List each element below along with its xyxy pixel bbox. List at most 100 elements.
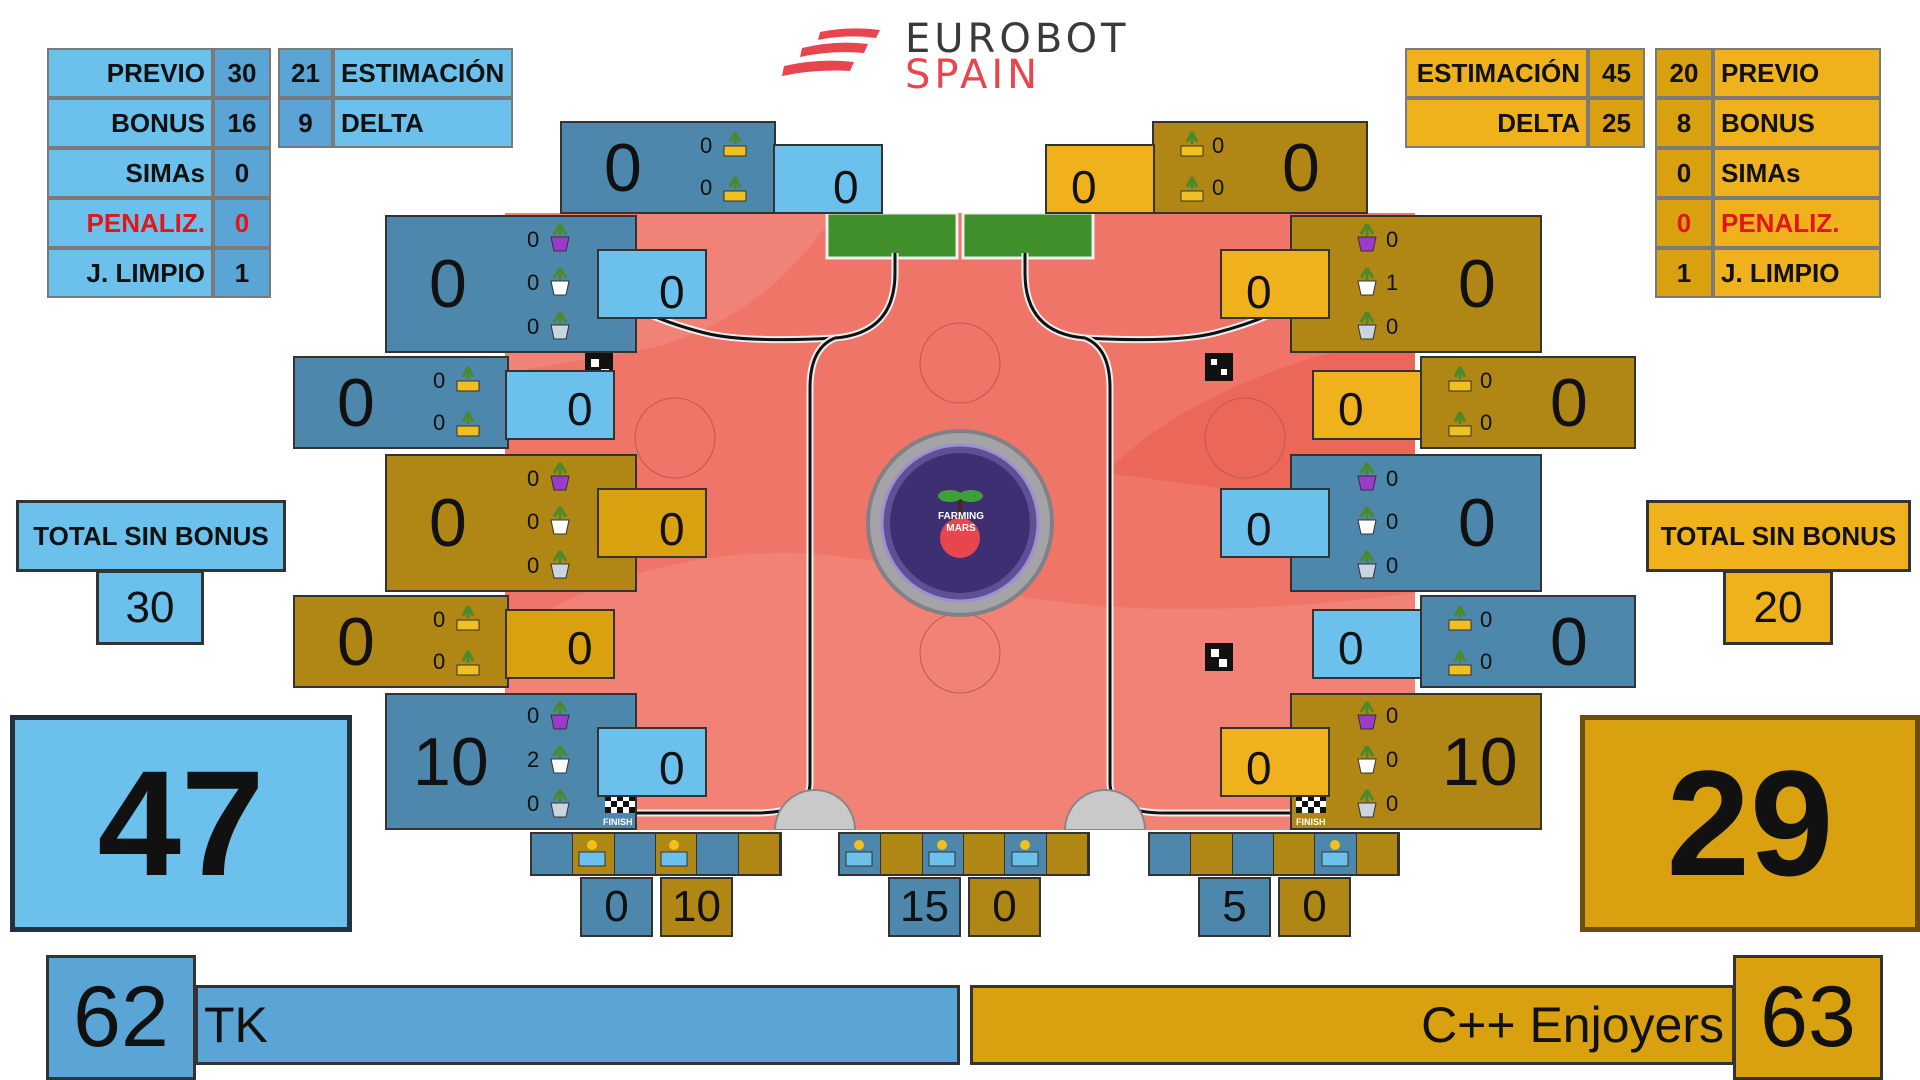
yellow-side-planter3-sub: 0 (1338, 622, 1364, 674)
yellow-planter2-count2: 0 (1480, 410, 1493, 435)
finish-flag-icon (1296, 795, 1326, 817)
purple-pot-icon (1354, 699, 1380, 731)
solar-panel-icon (1008, 836, 1042, 875)
blue-zone3-count2: 2 (527, 747, 540, 772)
yellow-top-planter-sub: 0 (1071, 161, 1097, 213)
yellow-zone3-count3: 0 (1386, 791, 1399, 816)
blue-penaliz-row: PENALIZ. 0 (47, 198, 271, 248)
blue-top-planter-count1: 0 (700, 133, 713, 158)
blue-zone1-box: 0 0 0 0 (385, 215, 637, 353)
blue-side-planter3-count1: 0 (433, 607, 446, 632)
blue-zone3-count1: 0 (527, 703, 540, 728)
planter-icon (455, 408, 481, 440)
grey-pot-icon (1354, 787, 1380, 819)
logo-line-eurobot: EUROBOT (905, 16, 1130, 62)
yellow-top-planter-score: 0 (1282, 130, 1320, 206)
blue-penaliz-label: PENALIZ. (47, 198, 213, 248)
blue-side-planter3-score: 0 (337, 604, 375, 680)
blue-simas-value: 0 (213, 148, 271, 198)
yellow-top-planter-inner: 0 (1045, 144, 1155, 214)
yellow-total-sin-bonus-value: 20 (1723, 570, 1833, 645)
blue-side-zone2-sub: 0 (659, 503, 685, 555)
yellow-team-name: C++ Enjoyers (970, 985, 1735, 1065)
yellow-zone3-count2: 0 (1386, 747, 1399, 772)
blue-planter2-count2: 0 (433, 410, 446, 435)
blue-delta-label: DELTA (333, 98, 513, 148)
eurobot-logo: EUROBOT SPAIN (770, 14, 1180, 98)
yellow-previo-value: 20 (1655, 48, 1713, 98)
blue-zone1-count3: 0 (527, 314, 540, 339)
solar-score-1: 0 (580, 877, 653, 937)
blue-simas-row: SIMAs 0 (47, 148, 271, 198)
solar-panel-icon (925, 836, 959, 875)
blue-planter2-sub: 0 (567, 383, 593, 435)
white-pot-icon (1354, 504, 1380, 536)
center-logo-line1: FARMING (937, 511, 985, 522)
solar-panel-icon (657, 836, 691, 875)
blue-limpio-row: J. LIMPIO 1 (47, 248, 271, 298)
yellow-zone1-count3: 0 (1386, 314, 1399, 339)
yellow-planter2-inner: 0 (1312, 370, 1422, 440)
yellow-side-planter3-count1: 0 (1480, 607, 1493, 632)
blue-estimacion-value: 21 (278, 48, 333, 98)
blue-limpio-label: J. LIMPIO (47, 248, 213, 298)
purple-pot-icon (547, 460, 573, 492)
blue-zone3-count3: 0 (527, 791, 540, 816)
purple-pot-icon (1354, 221, 1380, 253)
planter-icon (455, 602, 481, 634)
yellow-delta-row: DELTA 25 (1405, 98, 1645, 148)
center-logo-text: FARMING MARS (929, 511, 993, 535)
yellow-side-zone2-count3: 0 (1386, 553, 1399, 578)
yellow-zone3-score: 10 (1442, 724, 1518, 800)
white-pot-icon (1354, 265, 1380, 297)
yellow-estimacion-label: ESTIMACIÓN (1405, 48, 1588, 98)
yellow-zone1-box: 0 1 0 0 (1290, 215, 1542, 353)
blue-limpio-value: 1 (213, 248, 271, 298)
blue-bonus-row: BONUS 16 (47, 98, 271, 148)
blue-side-zone2-count3: 0 (527, 553, 540, 578)
blue-team-name: TK (195, 985, 960, 1065)
blue-zone1-count2: 0 (527, 270, 540, 295)
yellow-limpio-label: J. LIMPIO (1713, 248, 1881, 298)
blue-zone3-box: 10 0 2 0 FINISH (385, 693, 637, 830)
blue-zone1-score: 0 (429, 246, 467, 322)
center-logo-line2: MARS (946, 523, 976, 534)
blue-planter2-inner: 0 (505, 370, 615, 440)
yellow-side-planter3-score: 0 (1550, 604, 1588, 680)
blue-side-planter3-inner: 0 (505, 609, 615, 679)
logo-mark-icon (782, 28, 880, 76)
logo-line-spain: SPAIN (905, 52, 1042, 98)
solar-score-2: 10 (660, 877, 733, 937)
yellow-estimacion-row: ESTIMACIÓN 45 (1405, 48, 1645, 98)
planter-icon (1179, 128, 1205, 160)
grey-pot-icon (547, 787, 573, 819)
yellow-bonus-value: 8 (1655, 98, 1713, 148)
yellow-side-planter3-count2: 0 (1480, 649, 1493, 674)
blue-side-planter3-box: 0 0 0 (293, 595, 509, 688)
blue-side-zone2-score: 0 (429, 485, 467, 561)
blue-side-planter3-sub: 0 (567, 622, 593, 674)
yellow-side-zone2-sub: 0 (1246, 503, 1272, 555)
finish-label: FINISH (1296, 817, 1326, 827)
grey-pot-icon (1354, 309, 1380, 341)
white-pot-icon (547, 265, 573, 297)
yellow-zone3-count1: 0 (1386, 703, 1399, 728)
yellow-zone1-sub: 0 (1246, 266, 1272, 318)
yellow-side-zone2-score: 0 (1458, 485, 1496, 561)
solar-score-6: 0 (1278, 877, 1351, 937)
yellow-simas-value: 0 (1655, 148, 1713, 198)
solar-score-3: 15 (888, 877, 961, 937)
blue-top-planter-score: 0 (604, 130, 642, 206)
yellow-penaliz-value: 0 (1655, 198, 1713, 248)
solar-panel-icon (575, 836, 609, 875)
planter-icon (1447, 602, 1473, 634)
yellow-limpio-value: 1 (1655, 248, 1713, 298)
yellow-delta-label: DELTA (1405, 98, 1588, 148)
yellow-total-sin-bonus-label: TOTAL SIN BONUS (1646, 500, 1911, 572)
yellow-planter2-count1: 0 (1480, 368, 1493, 393)
blue-side-zone2-box: 0 0 0 0 (385, 454, 637, 592)
blue-estimacion-label: ESTIMACIÓN (333, 48, 513, 98)
yellow-previo-label: PREVIO (1713, 48, 1881, 98)
blue-main-score: 47 (10, 715, 352, 932)
blue-top-planter-box: 0 0 0 (560, 121, 776, 214)
